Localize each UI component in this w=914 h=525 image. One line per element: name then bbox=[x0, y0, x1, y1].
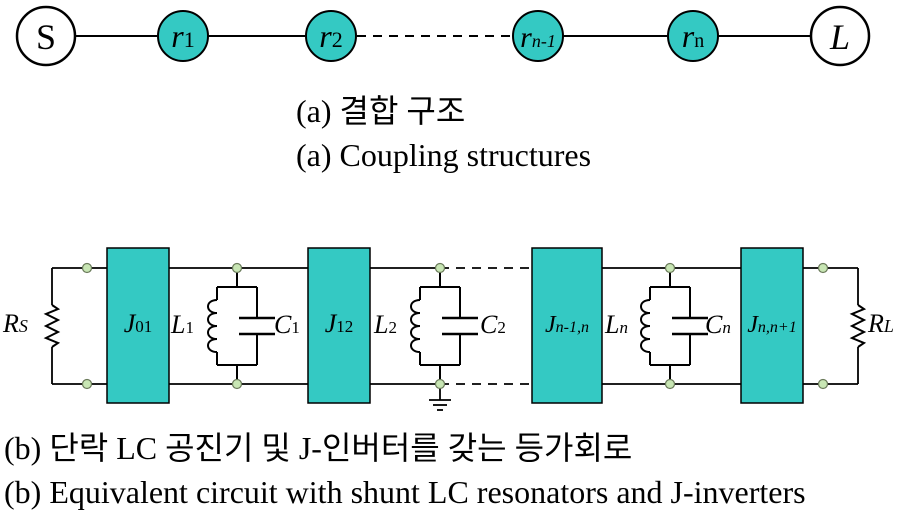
inductor-label-1: L1 bbox=[170, 310, 194, 339]
inverter-jn-1n-label: Jn-1,n bbox=[545, 312, 589, 338]
inverter-j01-label: J01 bbox=[124, 309, 153, 338]
rl-label: RL bbox=[867, 309, 894, 338]
inverter-j01 bbox=[106, 247, 170, 404]
terminal-node bbox=[817, 262, 829, 274]
load-label: L bbox=[829, 17, 850, 57]
resonator-label-n-1: rn-1 bbox=[520, 21, 556, 54]
capacitor-label-2: C2 bbox=[480, 310, 506, 339]
terminal-node bbox=[81, 262, 93, 274]
resonator-label-2: r2 bbox=[319, 18, 342, 54]
load-node bbox=[809, 5, 871, 67]
caption-b-korean: (b) 단락 LC 공진기 및 J-인버터를 갖는 등가회로 bbox=[4, 430, 633, 466]
inverter-jnn1 bbox=[740, 247, 804, 404]
terminal-node bbox=[817, 378, 829, 390]
circuit-wires bbox=[51, 267, 859, 411]
resonator-node-n-1 bbox=[512, 10, 564, 62]
resonator-label-n: rn bbox=[682, 18, 704, 54]
source-label: S bbox=[36, 17, 56, 57]
capacitor-label-n: Cn bbox=[705, 310, 731, 339]
rs-label: RS bbox=[2, 309, 28, 338]
source-node bbox=[15, 5, 77, 67]
inductor-label-2: L2 bbox=[373, 310, 397, 339]
lc-tank-2 bbox=[410, 268, 478, 384]
inductor-coil-2 bbox=[410, 299, 421, 353]
terminal-node bbox=[664, 378, 676, 390]
capacitor-label-1: C1 bbox=[274, 310, 300, 339]
terminal-node bbox=[434, 262, 446, 274]
resonator-label-1: r1 bbox=[171, 18, 194, 54]
caption-a-english: (a) Coupling structures bbox=[296, 137, 592, 173]
terminal-node bbox=[664, 262, 676, 274]
lc-tank-3 bbox=[640, 268, 708, 384]
inductor-label-n: Ln bbox=[604, 310, 628, 339]
resonator-node-2 bbox=[305, 10, 357, 62]
caption-b-english: (b) Equivalent circuit with shunt LC res… bbox=[4, 474, 806, 510]
terminal-node bbox=[231, 378, 243, 390]
lc-tanks bbox=[207, 268, 708, 384]
terminal-node bbox=[434, 378, 446, 390]
inductor-coil-3 bbox=[640, 299, 651, 353]
inverter-jn-1n bbox=[531, 247, 603, 404]
resonator-node-1 bbox=[157, 10, 209, 62]
inductor-coil-1 bbox=[207, 299, 218, 353]
inverter-jnn1-label: Jn,n+1 bbox=[747, 312, 796, 338]
terminal-node bbox=[231, 262, 243, 274]
inverter-j12-label: J12 bbox=[325, 309, 354, 338]
caption-a-korean: (a) 결합 구조 bbox=[296, 93, 466, 129]
resistor-rs bbox=[43, 304, 61, 348]
inverter-j12 bbox=[307, 247, 371, 404]
circuit-nodes bbox=[81, 262, 829, 390]
resonator-node-n bbox=[667, 10, 719, 62]
resistor-rl bbox=[849, 304, 867, 348]
terminal-node bbox=[81, 378, 93, 390]
lc-tank-1 bbox=[207, 268, 275, 384]
